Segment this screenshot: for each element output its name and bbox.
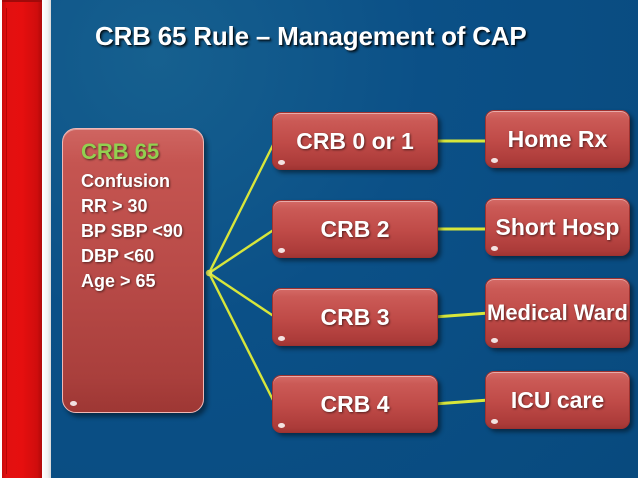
criteria-item-respiratory-rate: RR > 30 <box>81 196 148 217</box>
criteria-item-diastolic-bp: DBP <60 <box>81 246 155 267</box>
score-box-crb-4[interactable]: CRB 4 <box>272 375 438 433</box>
management-box-label: Home Rx <box>507 125 608 152</box>
score-box-label: CRB 0 or 1 <box>296 127 414 154</box>
left-white-divider <box>42 0 51 478</box>
management-box-short-hosp[interactable]: Short Hosp <box>485 198 630 256</box>
criteria-item-confusion: Confusion <box>81 171 170 192</box>
score-box-crb-3[interactable]: CRB 3 <box>272 288 438 346</box>
score-box-label: CRB 3 <box>320 303 390 330</box>
management-box-icu-care[interactable]: ICU care <box>485 371 630 429</box>
management-box-label: Medical Ward <box>487 300 628 326</box>
management-box-medical-ward[interactable]: Medical Ward <box>485 278 630 348</box>
management-box-home-rx[interactable]: Home Rx <box>485 110 630 168</box>
left-red-accent-bar <box>2 0 42 478</box>
connector-lines <box>205 139 490 406</box>
score-box-label: CRB 4 <box>320 390 390 417</box>
management-box-label: Short Hosp <box>495 213 620 240</box>
score-box-crb-2[interactable]: CRB 2 <box>272 200 438 258</box>
page-title: CRB 65 Rule – Management of CAP <box>95 21 527 51</box>
criteria-panel[interactable]: CRB 65 Confusion RR > 30 BP SBP <90 DBP … <box>62 128 204 413</box>
slide-body: CRB 65 Rule – Management of CAP CRB 65 C… <box>51 0 638 478</box>
management-box-label: ICU care <box>510 386 605 413</box>
score-box-label: CRB 2 <box>320 215 390 242</box>
criteria-panel-heading: CRB 65 <box>81 139 160 164</box>
criteria-item-age: Age > 65 <box>81 271 156 292</box>
score-box-crb-0-or-1[interactable]: CRB 0 or 1 <box>272 112 438 170</box>
criteria-item-systolic-bp: BP SBP <90 <box>81 221 183 242</box>
